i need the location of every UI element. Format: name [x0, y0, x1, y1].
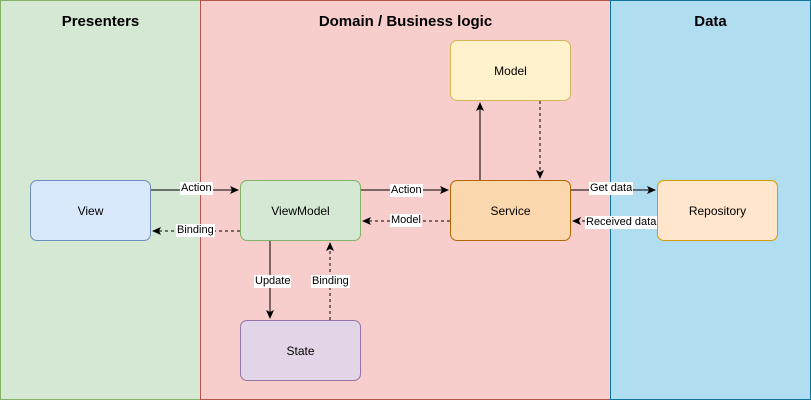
- edge-label-viewmodel-to-view: Binding: [176, 224, 215, 237]
- edge-label-view-to-viewmodel: Action: [180, 182, 213, 195]
- node-repository: Repository: [657, 180, 778, 241]
- edge-label-state-to-viewmodel: Binding: [311, 275, 350, 288]
- lane-title-domain: Domain / Business logic: [318, 13, 493, 30]
- node-model: Model: [450, 40, 571, 101]
- lane-title-presenters: Presenters: [61, 13, 140, 30]
- edge-label-repository-to-service: Received data: [585, 216, 658, 229]
- edge-label-viewmodel-to-service: Action: [390, 184, 423, 197]
- edge-label-viewmodel-to-state: Update: [254, 275, 292, 288]
- node-view: View: [30, 180, 151, 241]
- node-viewmodel: ViewModel: [240, 180, 361, 241]
- node-state: State: [240, 320, 361, 381]
- edge-label-service-to-viewmodel: Model: [390, 214, 422, 227]
- node-service: Service: [450, 180, 571, 241]
- edge-label-service-to-repository: Get data: [589, 182, 634, 195]
- lane-title-data: Data: [694, 13, 727, 30]
